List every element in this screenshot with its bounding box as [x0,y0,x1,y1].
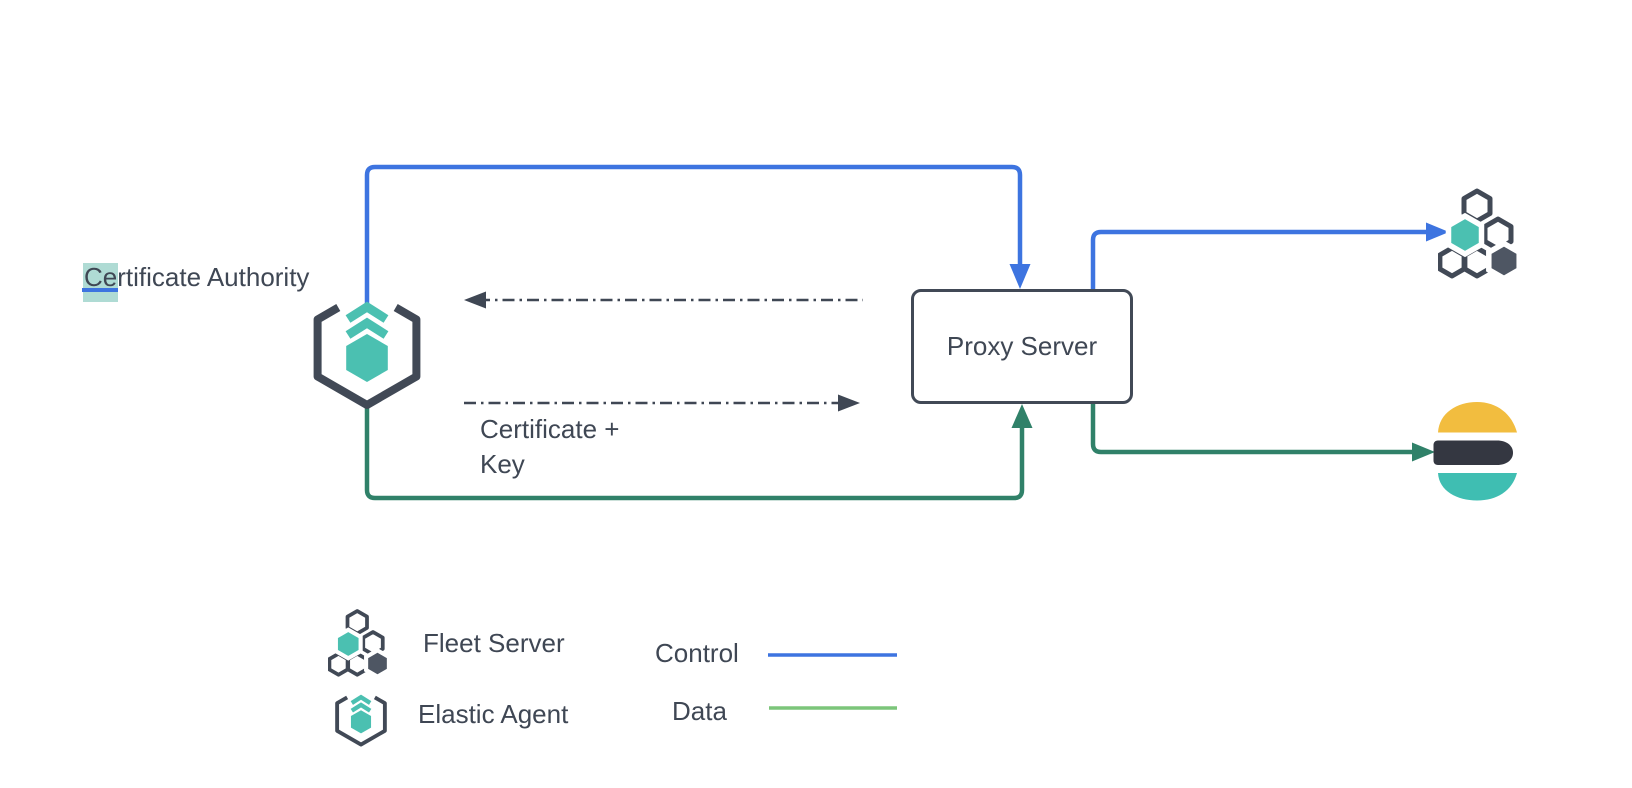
legend-data-label: Data [672,696,727,726]
legend-control-label: Control [655,638,739,668]
elastic-agent-icon[interactable] [318,307,417,405]
data-arrow-proxy-to-elasticsearch [1090,404,1435,462]
certificate-authority-label: Certificate Authority [84,262,310,292]
fleet-server-icon[interactable] [1440,191,1519,279]
certificate-key-label-line1: Certificate + [480,414,620,444]
legend-fleet-server-icon [329,611,388,677]
proxy-server-label: Proxy Server [946,331,1098,361]
legend-elastic-agent-icon [337,697,385,744]
legend-fleet-server-label: Fleet Server [423,628,565,658]
proxy-server-node[interactable]: Proxy Server [911,289,1133,404]
dashed-arrow-to-agent [464,291,863,309]
legend-elastic-agent-label: Elastic Agent [418,699,569,729]
certificate-key-label-line2: Key [480,449,525,479]
data-arrow-agent-to-proxy [364,404,1033,501]
control-arrow-proxy-to-fleet [1090,222,1449,289]
text-selection-highlight [83,263,118,302]
text-cursor-underline [82,288,118,292]
dashed-arrow-certificate-key [464,394,860,412]
control-arrow-agent-to-proxy [364,164,1031,304]
elasticsearch-icon[interactable] [1433,402,1518,501]
